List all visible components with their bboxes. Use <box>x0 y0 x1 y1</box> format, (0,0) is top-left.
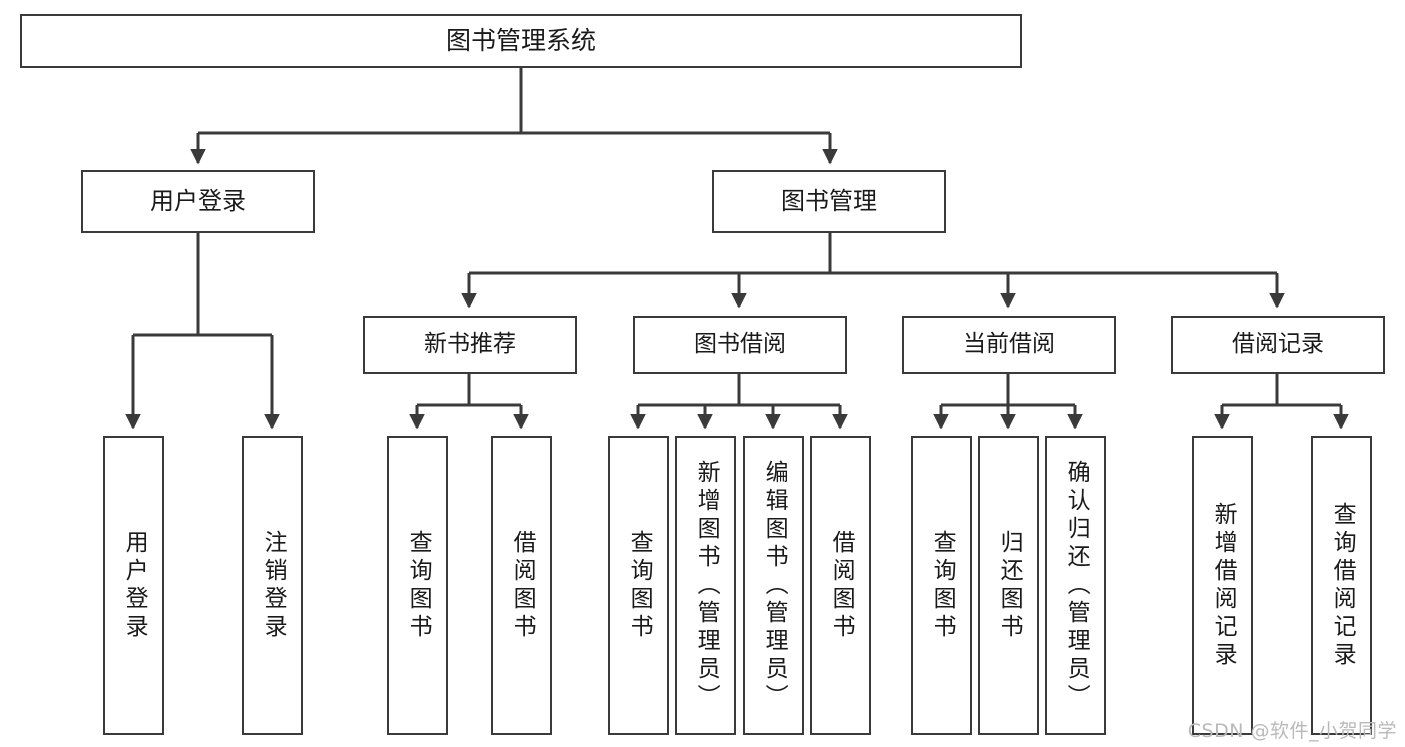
node-root-label: 图书管理系统 <box>445 26 596 56</box>
node-leaf-borrow-book-1-label: 借阅图书 <box>509 529 536 642</box>
node-leaf-query-book-2-label: 查询图书 <box>626 529 653 642</box>
node-leaf-add-book[interactable]: 新增图书（管理员） <box>675 436 736 735</box>
node-leaf-confirm-return-label: 确认归还（管理员） <box>1063 459 1090 712</box>
node-current-borrow[interactable]: 当前借阅 <box>902 316 1116 374</box>
node-borrow-record-label: 借阅记录 <box>1232 331 1324 358</box>
node-leaf-add-book-label: 新增图书（管理员） <box>693 459 720 712</box>
node-book-management[interactable]: 图书管理 <box>712 170 946 233</box>
node-leaf-edit-book-label: 编辑图书（管理员） <box>761 459 788 712</box>
node-leaf-borrow-book-1[interactable]: 借阅图书 <box>491 436 552 735</box>
node-user-login[interactable]: 用户登录 <box>81 170 315 233</box>
node-leaf-query-record[interactable]: 查询借阅记录 <box>1311 436 1372 735</box>
node-current-borrow-label: 当前借阅 <box>963 331 1055 358</box>
node-leaf-borrow-book-2[interactable]: 借阅图书 <box>810 436 871 735</box>
watermark: CSDN @软件_小贺同学 <box>1187 720 1397 742</box>
node-leaf-borrow-book-2-label: 借阅图书 <box>828 529 855 642</box>
node-leaf-confirm-return[interactable]: 确认归还（管理员） <box>1045 436 1106 735</box>
node-leaf-query-book-3-label: 查询图书 <box>929 529 956 642</box>
node-leaf-query-book-1[interactable]: 查询图书 <box>387 436 448 735</box>
node-book-management-label: 图书管理 <box>781 187 877 216</box>
node-leaf-return-book[interactable]: 归还图书 <box>978 436 1039 735</box>
node-leaf-edit-book[interactable]: 编辑图书（管理员） <box>743 436 804 735</box>
node-new-book-recommend-label: 新书推荐 <box>424 331 516 358</box>
node-leaf-user-login[interactable]: 用户登录 <box>103 436 164 735</box>
node-leaf-user-logout[interactable]: 注销登录 <box>242 436 303 735</box>
node-leaf-user-login-label: 用户登录 <box>121 529 148 642</box>
node-leaf-query-book-3[interactable]: 查询图书 <box>911 436 972 735</box>
node-leaf-query-book-2[interactable]: 查询图书 <box>608 436 669 735</box>
node-borrow-record[interactable]: 借阅记录 <box>1171 316 1385 374</box>
node-leaf-add-record-label: 新增借阅记录 <box>1210 501 1237 670</box>
node-leaf-user-logout-label: 注销登录 <box>260 529 287 642</box>
node-leaf-query-book-1-label: 查询图书 <box>405 529 432 642</box>
node-user-login-label: 用户登录 <box>150 187 246 216</box>
node-leaf-query-record-label: 查询借阅记录 <box>1329 501 1356 670</box>
node-root[interactable]: 图书管理系统 <box>20 14 1022 68</box>
node-new-book-recommend[interactable]: 新书推荐 <box>363 316 577 374</box>
node-book-borrow-label: 图书借阅 <box>694 331 786 358</box>
node-leaf-return-book-label: 归还图书 <box>996 529 1023 642</box>
node-leaf-add-record[interactable]: 新增借阅记录 <box>1192 436 1253 735</box>
node-book-borrow[interactable]: 图书借阅 <box>633 316 847 374</box>
